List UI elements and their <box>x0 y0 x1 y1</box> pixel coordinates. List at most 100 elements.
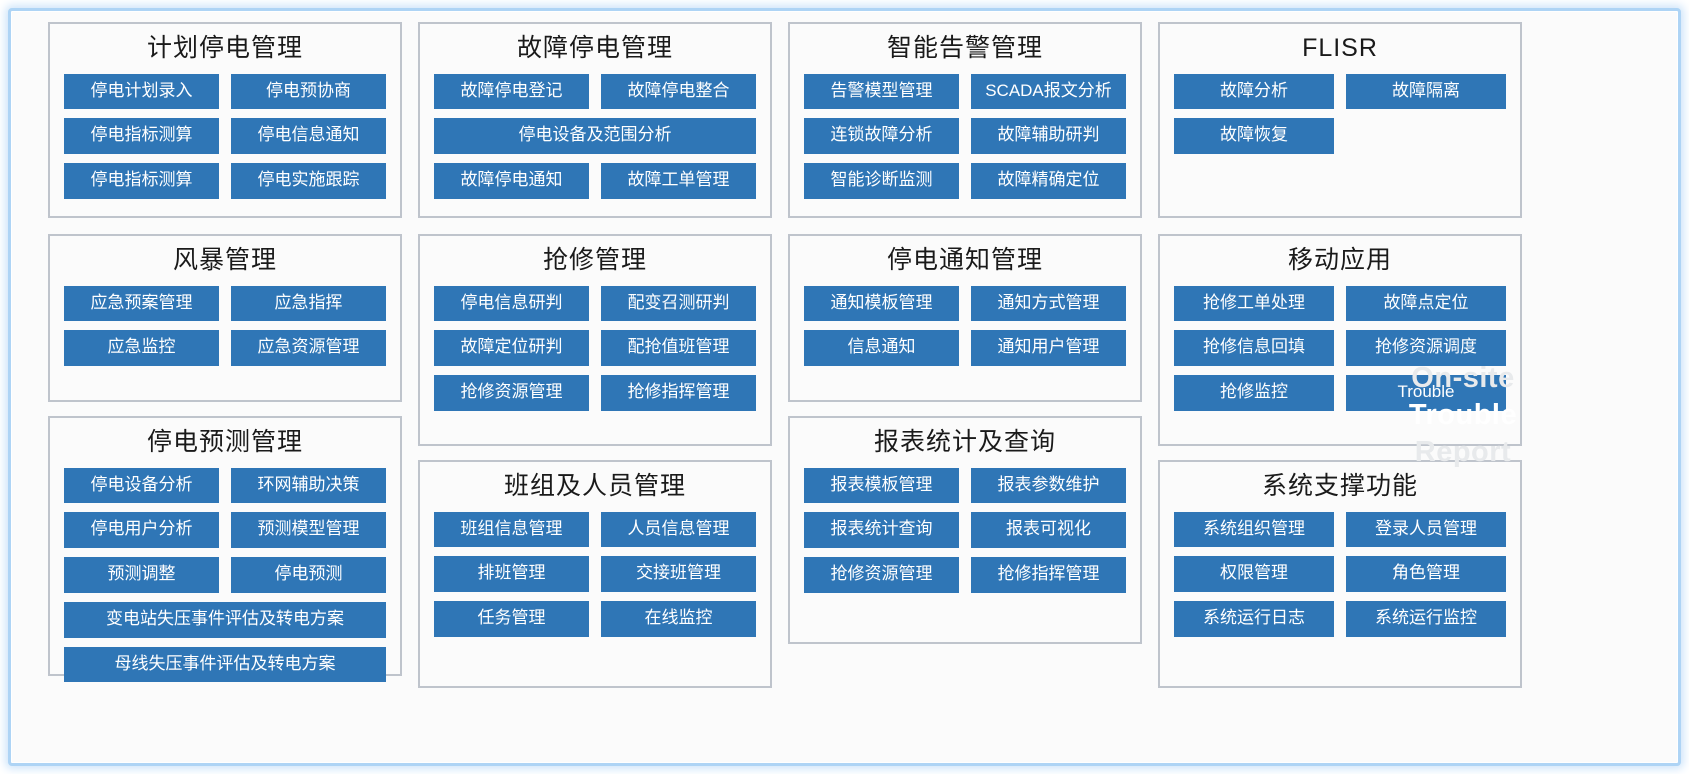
module-button[interactable]: 抢修资源调度 <box>1346 330 1506 367</box>
panel-title: 风暴管理 <box>172 246 277 274</box>
module-button[interactable]: 停电信息通知 <box>231 118 386 155</box>
panel-1-3: 停电预测管理停电设备分析环网辅助决策停电用户分析预测模型管理预测调整停电预测变电… <box>48 416 402 683</box>
button-row: 故障停电登记故障停电整合 <box>434 73 756 110</box>
module-button[interactable]: 故障停电登记 <box>434 73 589 110</box>
module-button[interactable]: 通知方式管理 <box>971 285 1126 322</box>
module-button[interactable]: 权限管理 <box>1174 556 1334 593</box>
module-button[interactable]: 登录人员管理 <box>1346 511 1506 548</box>
module-button[interactable]: 系统组织管理 <box>1174 511 1334 548</box>
module-button[interactable]: 停电用户分析 <box>64 512 219 549</box>
module-button[interactable]: 抢修指挥管理 <box>601 375 756 411</box>
module-button[interactable]: 报表模板管理 <box>804 467 959 504</box>
button-row: 抢修监控 Trouble <box>1174 375 1506 411</box>
module-button[interactable]: 信息通知 <box>804 330 959 367</box>
module-button[interactable]: 配变召测研判 <box>601 285 756 322</box>
button-row: 报表统计查询报表可视化 <box>804 512 1126 549</box>
module-button[interactable]: 角色管理 <box>1346 556 1506 593</box>
module-button[interactable]: 班组信息管理 <box>434 511 589 548</box>
button-row: 母线失压事件评估及转电方案 <box>64 646 386 683</box>
module-button[interactable]: 系统运行监控 <box>1346 601 1506 637</box>
module-button[interactable]: 故障隔离 <box>1346 73 1506 110</box>
module-button[interactable]: 排班管理 <box>434 556 589 593</box>
panel-title: 故障停电管理 <box>516 34 673 62</box>
module-button[interactable]: 通知模板管理 <box>804 285 959 322</box>
module-button[interactable]: 抢修资源管理 <box>434 375 589 411</box>
module-button[interactable]: 应急指挥 <box>231 285 386 322</box>
module-button[interactable]: 告警模型管理 <box>804 73 959 110</box>
module-button[interactable]: 应急预案管理 <box>64 285 219 322</box>
module-button[interactable]: 故障精确定位 <box>971 163 1126 199</box>
button-row: 停电用户分析预测模型管理 <box>64 512 386 549</box>
button-row: 抢修工单处理故障点定位 <box>1174 285 1506 322</box>
module-button[interactable]: 母线失压事件评估及转电方案 <box>64 646 386 683</box>
module-button[interactable]: 故障分析 <box>1174 73 1334 110</box>
module-button[interactable]: 故障停电整合 <box>601 73 756 110</box>
module-button[interactable]: 故障停电通知 <box>434 163 589 199</box>
panel-title: 移动应用 <box>1287 246 1392 274</box>
button-row: 抢修资源管理抢修指挥管理 <box>804 557 1126 593</box>
panel-title: 停电通知管理 <box>886 246 1043 274</box>
module-button[interactable]: 应急资源管理 <box>231 330 386 367</box>
module-button[interactable]: 停电实施跟踪 <box>231 163 386 199</box>
panel-1-2: 风暴管理应急预案管理应急指挥应急监控应急资源管理 <box>48 234 402 402</box>
module-button[interactable]: 停电计划录入 <box>64 73 219 110</box>
module-button[interactable]: 停电设备分析 <box>64 467 219 504</box>
module-button[interactable]: 报表参数维护 <box>971 467 1126 504</box>
button-row: 故障分析故障隔离 <box>1174 73 1506 110</box>
module-button[interactable]: 抢修信息回填 <box>1174 330 1334 367</box>
module-button[interactable]: 停电指标测算 <box>64 118 219 155</box>
panel-button-rows: 故障分析故障隔离故障恢复 <box>1174 73 1506 155</box>
panel-grid: 计划停电管理停电计划录入停电预协商停电指标测算停电信息通知停电指标测算停电实施跟… <box>40 22 1650 752</box>
module-button[interactable]: 停电信息研判 <box>434 285 589 322</box>
module-button[interactable]: 智能诊断监测 <box>804 163 959 199</box>
module-button[interactable]: 抢修资源管理 <box>804 557 959 593</box>
module-button[interactable]: SCADA报文分析 <box>971 73 1126 110</box>
button-row: 系统组织管理登录人员管理 <box>1174 511 1506 548</box>
module-button[interactable]: 连锁故障分析 <box>804 118 959 155</box>
module-button[interactable]: 配抢值班管理 <box>601 330 756 367</box>
panel-title: 班组及人员管理 <box>503 472 686 500</box>
module-button[interactable]: 任务管理 <box>434 601 589 637</box>
module-button[interactable]: 报表统计查询 <box>804 512 959 549</box>
button-row: 排班管理交接班管理 <box>434 556 756 593</box>
row-spacer <box>1346 118 1506 154</box>
module-button[interactable]: 预测调整 <box>64 557 219 593</box>
module-button[interactable]: 停电设备及范围分析 <box>434 118 756 155</box>
module-button[interactable]: 故障定位研判 <box>434 330 589 367</box>
module-button[interactable]: 停电指标测算 <box>64 163 219 199</box>
panel-title: 抢修管理 <box>542 246 647 274</box>
module-button[interactable]: 故障恢复 <box>1174 118 1334 155</box>
module-button[interactable]: 变电站失压事件评估及转电方案 <box>64 601 386 638</box>
button-row: 停电指标测算停电实施跟踪 <box>64 163 386 199</box>
module-button[interactable]: Trouble <box>1346 375 1506 411</box>
panel-title: 智能告警管理 <box>886 34 1043 62</box>
module-button[interactable]: 交接班管理 <box>601 556 756 593</box>
panel-column-1: 计划停电管理停电计划录入停电预协商停电指标测算停电信息通知停电指标测算停电实施跟… <box>40 22 410 752</box>
panel-title: 停电预测管理 <box>146 428 303 456</box>
module-button[interactable]: 抢修指挥管理 <box>971 557 1126 593</box>
module-button[interactable]: 通知用户管理 <box>971 330 1126 367</box>
button-row: 抢修信息回填抢修资源调度 <box>1174 330 1506 367</box>
module-button[interactable]: 抢修监控 <box>1174 375 1334 411</box>
panel-button-rows: 停电设备分析环网辅助决策停电用户分析预测模型管理预测调整停电预测变电站失压事件评… <box>64 467 386 683</box>
panel-title: 计划停电管理 <box>146 34 303 62</box>
module-button[interactable]: 故障工单管理 <box>601 163 756 199</box>
module-button[interactable]: 预测模型管理 <box>231 512 386 549</box>
module-button[interactable]: 抢修工单处理 <box>1174 285 1334 322</box>
module-button[interactable]: 应急监控 <box>64 330 219 367</box>
module-button[interactable]: 停电预协商 <box>231 73 386 110</box>
module-button[interactable]: 报表可视化 <box>971 512 1126 549</box>
button-row: 连锁故障分析故障辅助研判 <box>804 118 1126 155</box>
module-button[interactable]: 故障辅助研判 <box>971 118 1126 155</box>
module-button[interactable]: 系统运行日志 <box>1174 601 1334 637</box>
module-button[interactable]: 故障点定位 <box>1346 285 1506 322</box>
module-button[interactable]: 在线监控 <box>601 601 756 637</box>
module-button[interactable]: 环网辅助决策 <box>231 467 386 504</box>
module-button[interactable]: 人员信息管理 <box>601 511 756 548</box>
button-row: 报表模板管理报表参数维护 <box>804 467 1126 504</box>
button-row: 班组信息管理人员信息管理 <box>434 511 756 548</box>
button-row: 故障停电通知故障工单管理 <box>434 163 756 199</box>
module-button[interactable]: 停电预测 <box>231 557 386 593</box>
